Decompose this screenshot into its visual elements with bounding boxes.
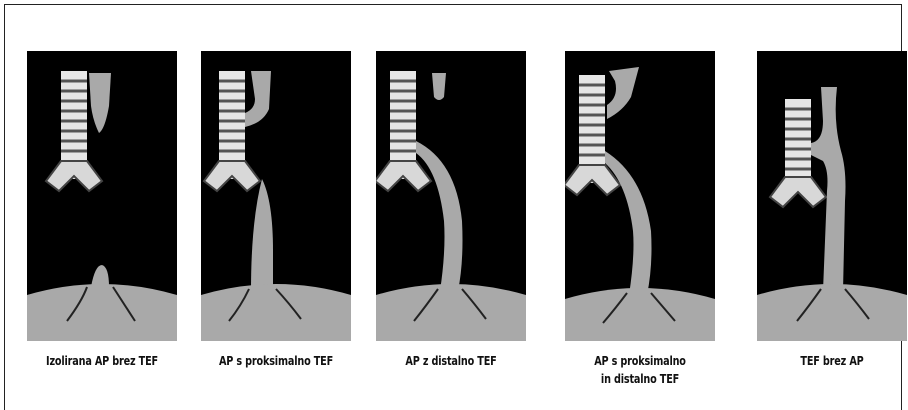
- caption-line: AP z distalno TEF: [378, 352, 524, 370]
- caption-line: in distalno TEF: [567, 370, 713, 388]
- caption-proximal-distal: AP s proksimalno in distalno TEF: [567, 352, 713, 388]
- caption-isolated: Izolirana AP brez TEF: [29, 352, 175, 370]
- panel-distal-fistula: [376, 51, 526, 341]
- caption-line: AP s proksimalno: [567, 352, 713, 370]
- caption-proximal: AP s proksimalno TEF: [203, 352, 349, 370]
- caption-line: AP s proksimalno TEF: [203, 352, 349, 370]
- panel-proximal-distal-fistula: [565, 51, 715, 341]
- panel-h-type-fistula: [757, 51, 907, 341]
- caption-distal: AP z distalno TEF: [378, 352, 524, 370]
- caption-h-type: TEF brez AP: [759, 352, 905, 370]
- stomach: [27, 284, 177, 341]
- panel-proximal-fistula: [201, 51, 351, 341]
- caption-line: Izolirana AP brez TEF: [29, 352, 175, 370]
- panel-isolated-atresia: [27, 51, 177, 341]
- caption-line: TEF brez AP: [759, 352, 905, 370]
